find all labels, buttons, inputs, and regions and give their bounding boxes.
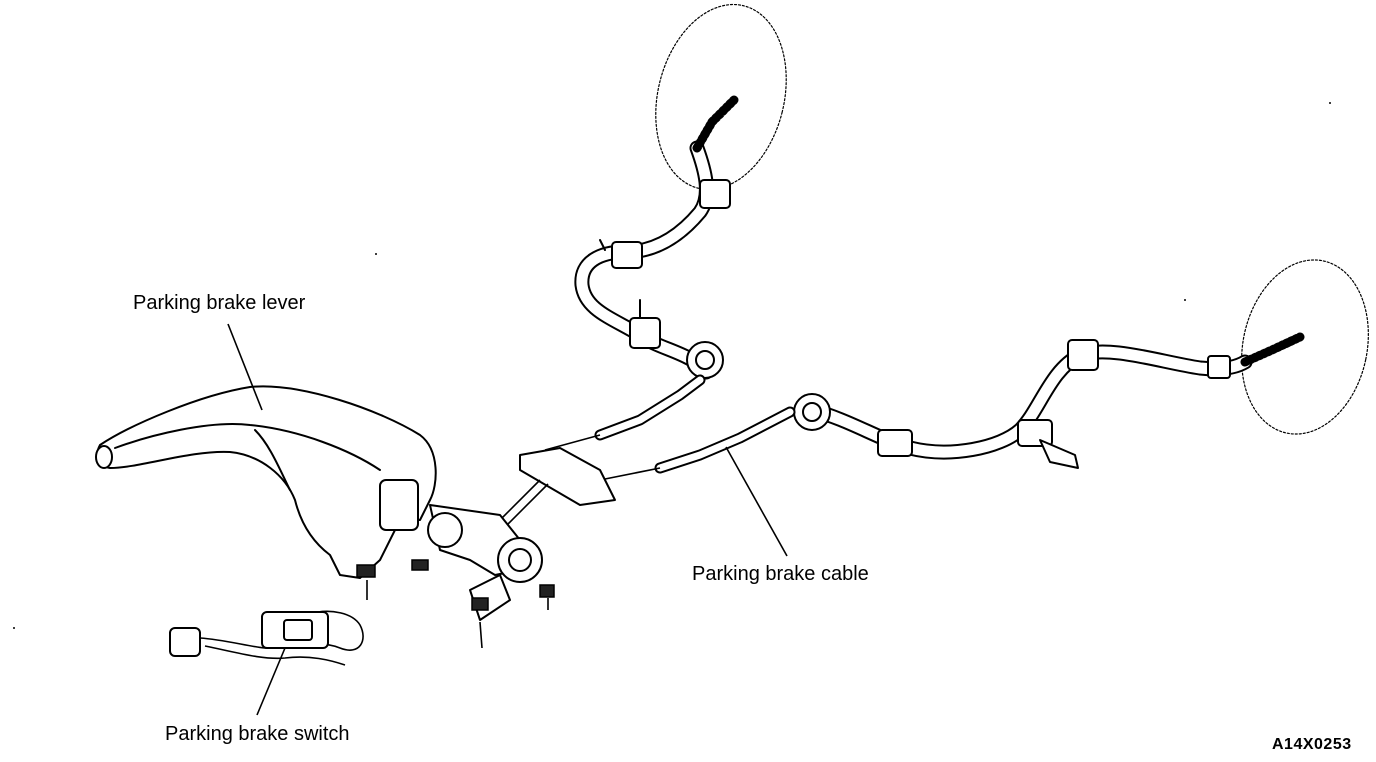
label-parking-brake-cable: Parking brake cable — [692, 563, 869, 585]
parking-brake-lever-body — [95, 385, 555, 649]
right-rear-cable — [793, 332, 1305, 469]
lever-leader — [227, 323, 263, 411]
switch-leader — [256, 647, 286, 716]
label-parking-brake-lever: Parking brake lever — [133, 292, 306, 314]
label-parking-brake-switch: Parking brake switch — [165, 723, 350, 745]
left-wheel-outline — [655, 3, 787, 191]
figure-code: A14X0253 — [1272, 736, 1352, 753]
cable-leader — [725, 446, 788, 557]
front-cables — [469, 374, 796, 555]
parking-brake-switch — [169, 610, 364, 666]
left-rear-cable — [574, 95, 739, 380]
right-wheel-outline — [1241, 259, 1369, 435]
